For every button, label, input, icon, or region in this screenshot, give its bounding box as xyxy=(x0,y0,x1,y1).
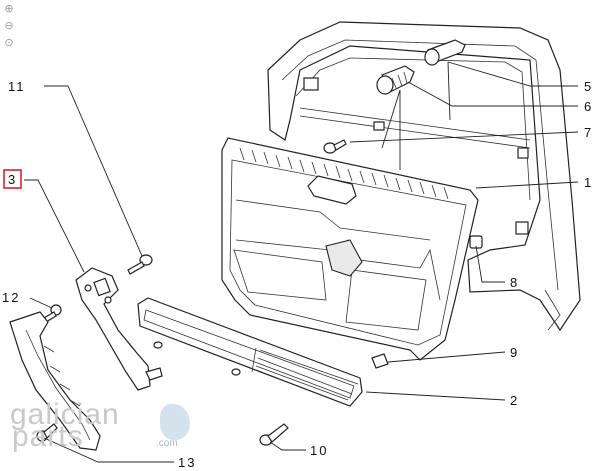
zoom-toolbar: ⊕ ⊖ ⊙ xyxy=(2,2,18,50)
zoom-fit-icon[interactable]: ⊙ xyxy=(4,37,14,49)
watermark-suffix: .com xyxy=(156,438,178,449)
callout-10[interactable]: 10 xyxy=(310,443,328,458)
callout-7[interactable]: 7 xyxy=(584,125,593,140)
zoom-out-icon[interactable]: ⊖ xyxy=(4,20,14,32)
watermark-logo: galician parts .com xyxy=(10,398,190,458)
callout-13[interactable]: 13 xyxy=(178,455,196,470)
handle-bracket-13 xyxy=(9,311,101,451)
callout-3-highlight-box xyxy=(3,169,22,189)
callout-12[interactable]: 12 xyxy=(2,290,20,305)
clip-9 xyxy=(371,353,389,369)
callout-labels: 11 3 12 5 6 7 1 8 9 2 10 13 xyxy=(2,79,593,470)
lower-trim-strip xyxy=(137,297,363,407)
door-trim-panel xyxy=(221,137,479,361)
screw-11 xyxy=(127,254,153,275)
screw-10 xyxy=(259,423,289,446)
callout-8[interactable]: 8 xyxy=(510,275,519,290)
screw-7 xyxy=(323,139,347,154)
callout-2[interactable]: 2 xyxy=(510,393,519,408)
clip-fasteners xyxy=(376,39,466,95)
zoom-in-icon[interactable]: ⊕ xyxy=(4,3,14,15)
watermark-line1: galician xyxy=(10,398,120,431)
leader-lines xyxy=(24,61,579,463)
door-frame xyxy=(267,21,581,332)
watermark-line2: parts xyxy=(12,420,84,453)
callout-1[interactable]: 1 xyxy=(584,175,593,190)
callout-9[interactable]: 9 xyxy=(510,345,519,360)
watermark-blob xyxy=(160,404,190,440)
callout-5[interactable]: 5 xyxy=(584,79,593,94)
callout-3[interactable]: 3 xyxy=(8,172,17,187)
bracket-3 xyxy=(75,267,163,391)
callout-11[interactable]: 11 xyxy=(8,79,26,94)
callout-6[interactable]: 6 xyxy=(584,99,593,114)
